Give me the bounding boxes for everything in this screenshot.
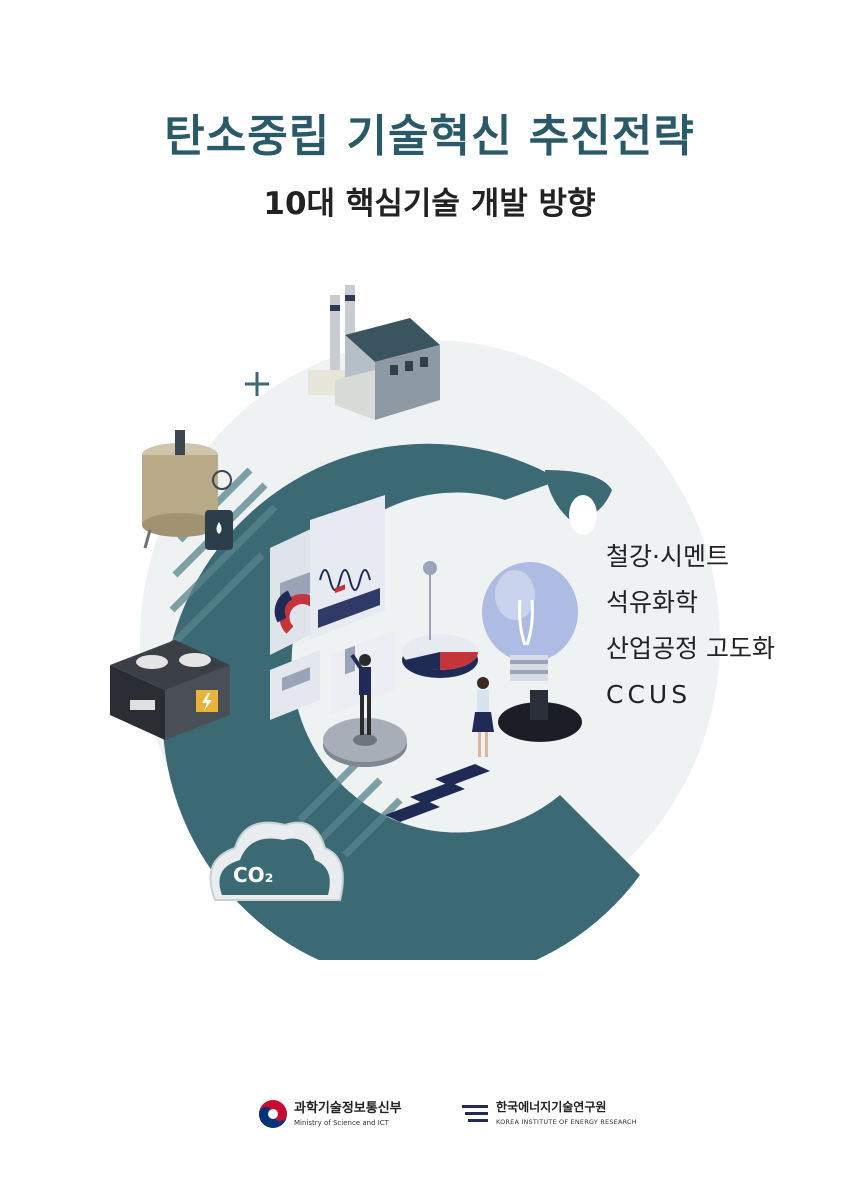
ministry-name: 과학기술정보통신부 Ministry of Science and ICT (294, 1097, 402, 1127)
light-bulb-icon (482, 562, 582, 742)
person-man-icon (350, 653, 371, 735)
plus-icon (245, 372, 269, 396)
factory-icon (308, 285, 440, 420)
floor-stripes (385, 764, 490, 822)
topic-petrochemical: 석유화학 (606, 588, 699, 617)
institute-logo: 한국에너지기술연구원 KOREA INSTITUTE OF ENERGY RES… (462, 1097, 637, 1133)
ministry-logo: 과학기술정보통신부 Ministry of Science and ICT (258, 1097, 448, 1133)
gear-icon (323, 718, 407, 767)
topic-ccus: CCUS (606, 680, 692, 709)
institute-name-ko: 한국에너지기술연구원 (496, 1100, 607, 1114)
kier-emblem-icon (462, 1105, 488, 1122)
person-woman-icon (472, 677, 494, 757)
pie-chart-icon (402, 561, 478, 678)
cover-illustration: CO₂ (110, 285, 720, 960)
storage-tank-icon (142, 430, 233, 550)
triangle-icon (218, 629, 238, 651)
energy-storage-icon (110, 640, 230, 740)
ministry-name-ko: 과학기술정보통신부 (294, 1101, 402, 1116)
institute-name: 한국에너지기술연구원 KOREA INSTITUTE OF ENERGY RES… (496, 1098, 637, 1126)
taegeuk-emblem-icon (259, 1100, 287, 1128)
technology-topic-list: 철강·시멘트 석유화학 산업공정 고도화 CCUS (606, 540, 846, 724)
topic-industrial-process: 산업공정 고도화 (606, 634, 775, 663)
ministry-name-en: Ministry of Science and ICT (294, 1119, 389, 1127)
co2-label: CO₂ (233, 863, 273, 887)
topic-steel-cement: 철강·시멘트 (606, 542, 729, 571)
report-title: 탄소중립 기술혁신 추진전략 (164, 111, 695, 162)
report-subtitle: 10대 핵심기술 개발 방향 (263, 186, 596, 222)
ring-drop-highlight (569, 495, 597, 535)
institute-name-en: KOREA INSTITUTE OF ENERGY RESEARCH (496, 1118, 637, 1126)
co2-cloud-icon: CO₂ (209, 821, 344, 901)
